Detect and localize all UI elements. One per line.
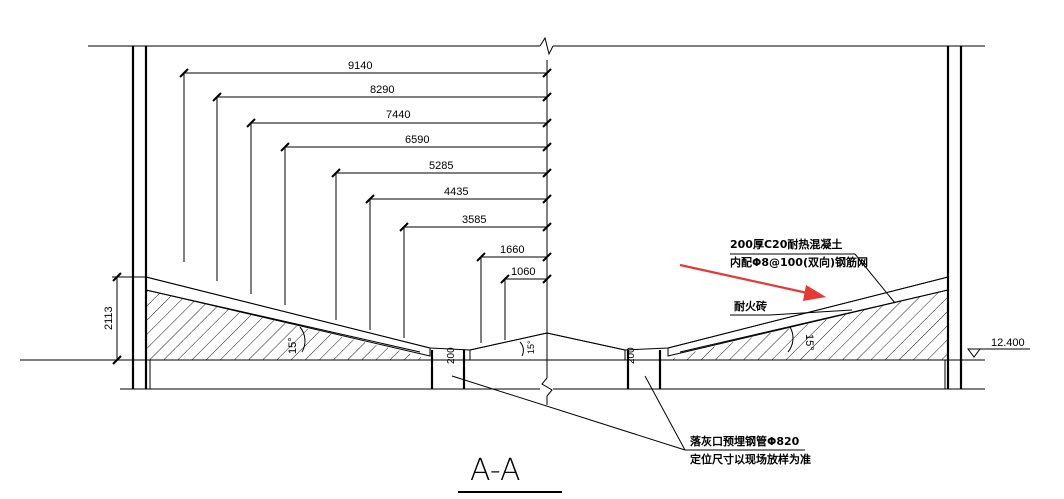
dim-label-4435: 4435	[444, 186, 468, 198]
slope-label-center: 15°	[526, 340, 536, 354]
section-title-text: A-A	[470, 453, 521, 488]
dim-label-5285: 5285	[429, 160, 453, 172]
left-firebrick-hatch	[146, 290, 430, 360]
dim-label-8290: 8290	[370, 84, 394, 96]
top-boundary-line	[88, 36, 985, 56]
dim-label-200-right: 200	[626, 347, 637, 364]
left-wall	[131, 46, 148, 389]
dimension-group: 9140 8290 7440 6590 5285	[179, 60, 552, 343]
dim-8290: 8290	[212, 84, 552, 281]
dim-label-6590: 6590	[405, 134, 429, 146]
section-title: A-A	[458, 453, 562, 493]
centerline	[541, 60, 553, 405]
right-ash-pipe	[626, 350, 662, 389]
dim-1060: 1060	[500, 266, 552, 340]
pipe-note: 落灰口预埋钢管Φ820 定位尺寸以现场放样为准	[451, 375, 811, 466]
right-firebrick-hatch	[668, 290, 948, 360]
dim-label-1660: 1660	[500, 244, 524, 256]
concrete-note-line1: 200厚C20耐热混凝土	[730, 237, 842, 251]
concrete-note: 200厚C20耐热混凝土 内配Φ8@100(双向)钢筋网	[730, 237, 896, 304]
dim-1660: 1660	[476, 244, 552, 343]
dim-7440: 7440	[246, 109, 552, 294]
dim-label-200-left: 200	[446, 347, 457, 364]
dim-label-2113: 2113	[103, 306, 115, 330]
elevation-marker: 12.400	[967, 337, 1030, 358]
left-ash-pipe	[430, 350, 466, 389]
dim-9140: 9140	[179, 60, 552, 262]
dim-4435: 4435	[365, 186, 552, 330]
right-wall	[946, 46, 963, 389]
elevation-label: 12.400	[991, 337, 1025, 349]
concrete-note-line2: 内配Φ8@100(双向)钢筋网	[730, 255, 868, 269]
pipe-note-line2: 定位尺寸以现场放样为准	[690, 452, 811, 466]
dim-label-1060: 1060	[511, 266, 535, 278]
slope-mark-center: 15°	[519, 340, 536, 357]
dim-5285: 5285	[331, 160, 552, 320]
red-arrow-icon	[679, 263, 826, 301]
slope-label-right: 15°	[803, 334, 815, 351]
dim-3585: 3585	[399, 214, 552, 338]
firebrick-note: 耐火砖	[730, 299, 853, 316]
slope-outlines	[145, 276, 949, 353]
base-lines	[20, 359, 985, 390]
firebrick-note-label: 耐火砖	[734, 299, 767, 313]
dim-6590: 6590	[280, 134, 552, 305]
slope-mark-right: 15°	[787, 326, 815, 353]
slope-mark-left: 15°	[287, 326, 306, 354]
pipe-note-line1: 落灰口预埋钢管Φ820	[690, 434, 800, 448]
slope-label-left: 15°	[287, 337, 299, 354]
dim-vertical-2113: 2113	[103, 272, 146, 365]
dim-label-7440: 7440	[386, 109, 410, 121]
dim-label-9140: 9140	[348, 60, 372, 72]
dim-label-3585: 3585	[462, 214, 486, 226]
